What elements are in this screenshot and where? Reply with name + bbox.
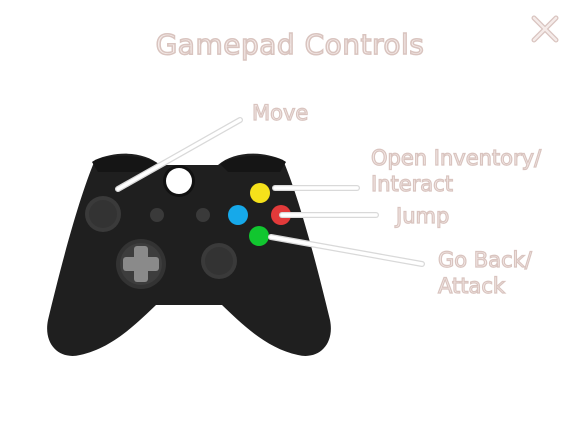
label-open-inventory-line2: Interact (370, 171, 453, 196)
label-go-back-line1: Go Back/ (437, 247, 532, 272)
close-x-icon (531, 15, 559, 43)
left-stick (85, 196, 121, 232)
label-jump: Jump (395, 203, 450, 228)
label-open-inventory-line1: Open Inventory/ (370, 145, 542, 170)
view-button (150, 208, 164, 222)
dpad-icon (116, 239, 166, 289)
dialog-title: Gamepad Controls (155, 27, 425, 62)
label-go-back: Go Back/ Attack (437, 247, 532, 299)
label-move: Move (251, 100, 309, 125)
face-button-bottom (249, 226, 269, 246)
face-button-left (228, 205, 248, 225)
menu-button (196, 208, 210, 222)
close-button[interactable] (528, 12, 562, 46)
face-button-top (250, 183, 270, 203)
right-stick (201, 243, 237, 279)
label-go-back-line2: Attack (437, 273, 506, 298)
label-open-inventory: Open Inventory/ Interact (370, 145, 542, 197)
